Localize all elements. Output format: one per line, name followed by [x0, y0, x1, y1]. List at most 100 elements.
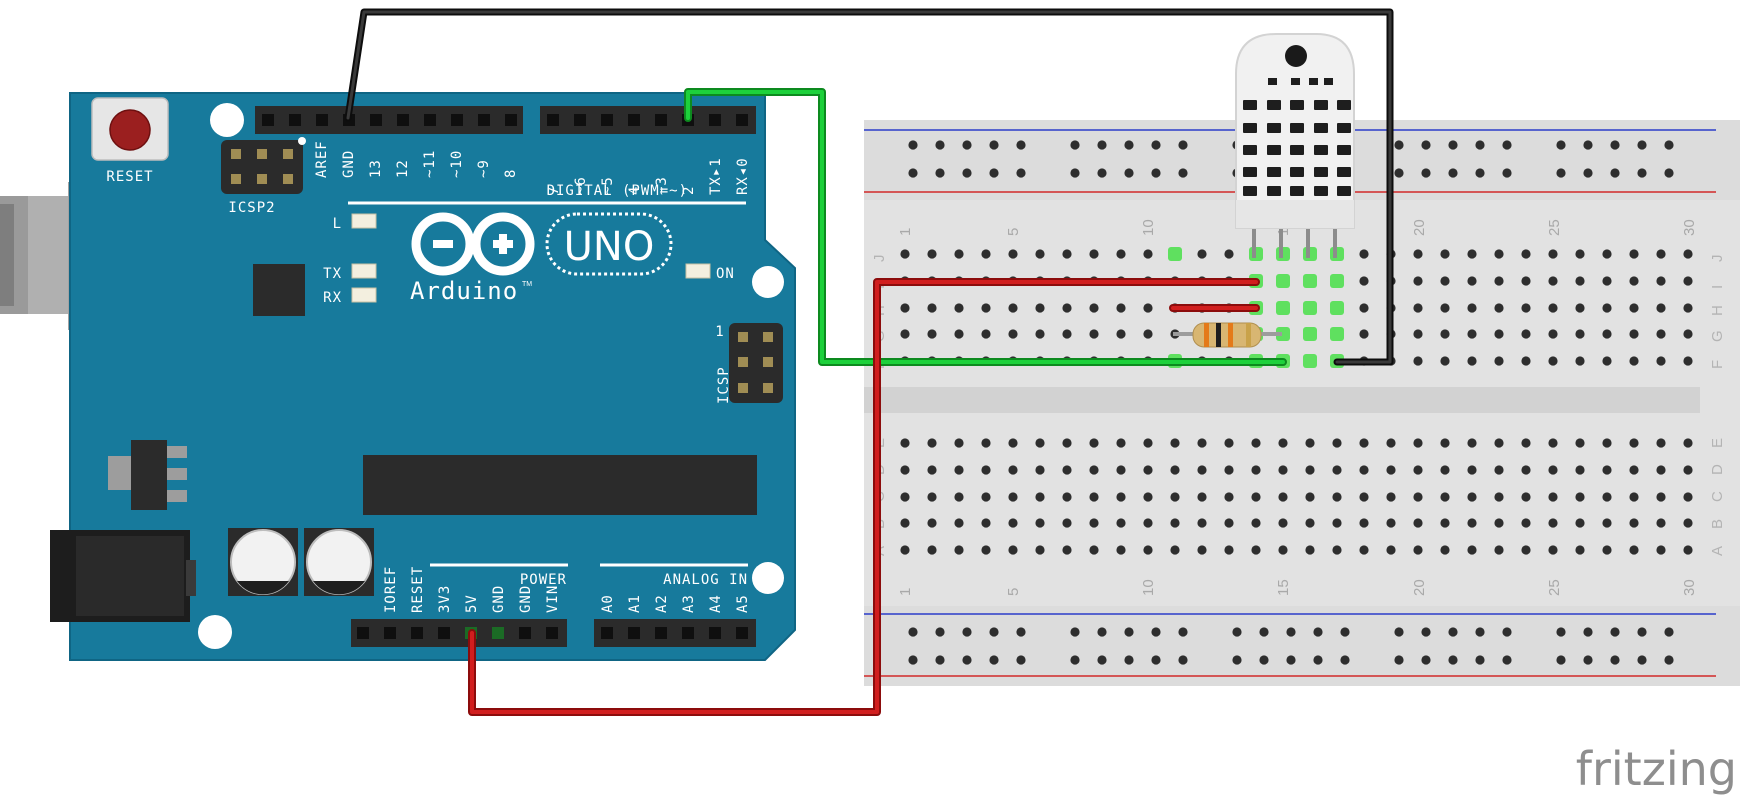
breadboard-hole: [1116, 545, 1126, 555]
breadboard-hole: [1494, 545, 1504, 555]
breadboard-hole: [1683, 492, 1693, 502]
breadboard-hole: [1521, 518, 1531, 528]
rail-hole: [1502, 655, 1512, 665]
breadboard-hole: [1656, 249, 1666, 259]
rail-hole: [962, 140, 972, 150]
icsp-pin: [763, 332, 773, 342]
header-pin: [505, 114, 517, 126]
breadboard-hole: [1089, 249, 1099, 259]
breadboard-hole: [1575, 465, 1585, 475]
sensor-leg: [1252, 228, 1256, 258]
rail-hole: [1286, 655, 1296, 665]
pin-label: A5: [735, 594, 751, 613]
breadboard-hole: [900, 249, 910, 259]
grille-slot: [1267, 167, 1281, 177]
wires: [344, 8, 1394, 716]
breadboard-hole: [1170, 545, 1180, 555]
breadboard-hole: [981, 465, 991, 475]
rail-hole: [935, 168, 945, 178]
breadboard-hole: [927, 329, 937, 339]
arduino-logo: UNO Arduino TM: [410, 212, 673, 305]
mounting-hole: [752, 266, 784, 298]
breadboard-hole: [1386, 518, 1396, 528]
breadboard-hole: [1062, 518, 1072, 528]
breadboard-hole: [1332, 518, 1342, 528]
breadboard-hole: [1224, 492, 1234, 502]
sensor-base: [1236, 200, 1354, 228]
breadboard-hole: [1359, 545, 1369, 555]
icsp2-pin: [257, 174, 267, 184]
breadboard-hole: [1305, 438, 1315, 448]
grille-slot: [1314, 123, 1328, 133]
breadboard-hole: [1197, 518, 1207, 528]
breadboard-hole: [1575, 518, 1585, 528]
breadboard-hole: [1413, 356, 1423, 366]
column-number-30: 30: [1681, 219, 1698, 236]
breadboard-hole: [1656, 276, 1666, 286]
rail-hole: [1097, 655, 1107, 665]
breadboard-hole: [1062, 438, 1072, 448]
breadboard-hole: [1656, 518, 1666, 528]
breadboard-hole: [1062, 465, 1072, 475]
voltage-regulator: [131, 440, 167, 510]
breadboard-hole: [1548, 438, 1558, 448]
breadboard-hole: [1467, 356, 1477, 366]
breadboard-hole-active: [1303, 354, 1317, 368]
rail-hole: [1340, 627, 1350, 637]
rail-hole: [1259, 655, 1269, 665]
row-letter-f-right: F: [1709, 360, 1726, 369]
breadboard-hole: [1008, 303, 1018, 313]
rail-hole: [1151, 140, 1161, 150]
uno-label: UNO: [564, 224, 655, 270]
rail-hole: [1286, 627, 1296, 637]
breadboard-hole: [1575, 356, 1585, 366]
breadboard-hole: [1494, 329, 1504, 339]
breadboard-hole: [1224, 438, 1234, 448]
breadboard-hole: [1440, 329, 1450, 339]
column-number-15-lower: 15: [1275, 579, 1292, 596]
breadboard-hole: [1602, 518, 1612, 528]
header-pin: [438, 627, 450, 639]
rail-hole: [1448, 140, 1458, 150]
breadboard-hole: [1575, 329, 1585, 339]
analog-label: ANALOG IN: [663, 572, 748, 588]
grille-slot: [1314, 100, 1328, 110]
breadboard-hole: [1656, 303, 1666, 313]
led-tx-label: TX: [323, 266, 342, 282]
rail-hole: [1394, 168, 1404, 178]
header-pin: [519, 627, 531, 639]
rail-hole: [1583, 168, 1593, 178]
breadboard-hole: [1521, 356, 1531, 366]
grille-slot: [1243, 123, 1257, 133]
header-pin: [709, 114, 721, 126]
rail-hole: [1097, 627, 1107, 637]
breadboard-hole-active: [1303, 301, 1317, 315]
breadboard-hole: [1035, 249, 1045, 259]
breadboard-hole: [1629, 492, 1639, 502]
breadboard-hole: [1548, 492, 1558, 502]
breadboard-hole: [1494, 438, 1504, 448]
pin-label: ~6: [573, 176, 589, 195]
rail-hole: [1394, 140, 1404, 150]
header-pin: [628, 627, 640, 639]
pin-label: 12: [395, 159, 411, 178]
sensor-mount-hole: [1285, 45, 1307, 67]
pin-label: TX▸1: [708, 157, 724, 195]
icsp2-pin: [231, 149, 241, 159]
column-number-1-lower: 1: [897, 588, 914, 596]
breadboard-hole: [1224, 518, 1234, 528]
rail-hole: [1421, 140, 1431, 150]
breadboard-hole: [1521, 329, 1531, 339]
icsp-pin: [738, 383, 748, 393]
header-pin: [574, 114, 586, 126]
rail-hole: [1664, 140, 1674, 150]
breadboard-hole-active: [1330, 327, 1344, 341]
breadboard-hole: [1035, 438, 1045, 448]
breadboard-hole: [954, 465, 964, 475]
sensor-leg: [1279, 228, 1283, 258]
grille-slot: [1267, 145, 1281, 155]
grille-slot: [1291, 78, 1300, 85]
breadboard-hole: [1008, 438, 1018, 448]
breadboard-hole: [1440, 249, 1450, 259]
reset-button[interactable]: [109, 109, 151, 151]
